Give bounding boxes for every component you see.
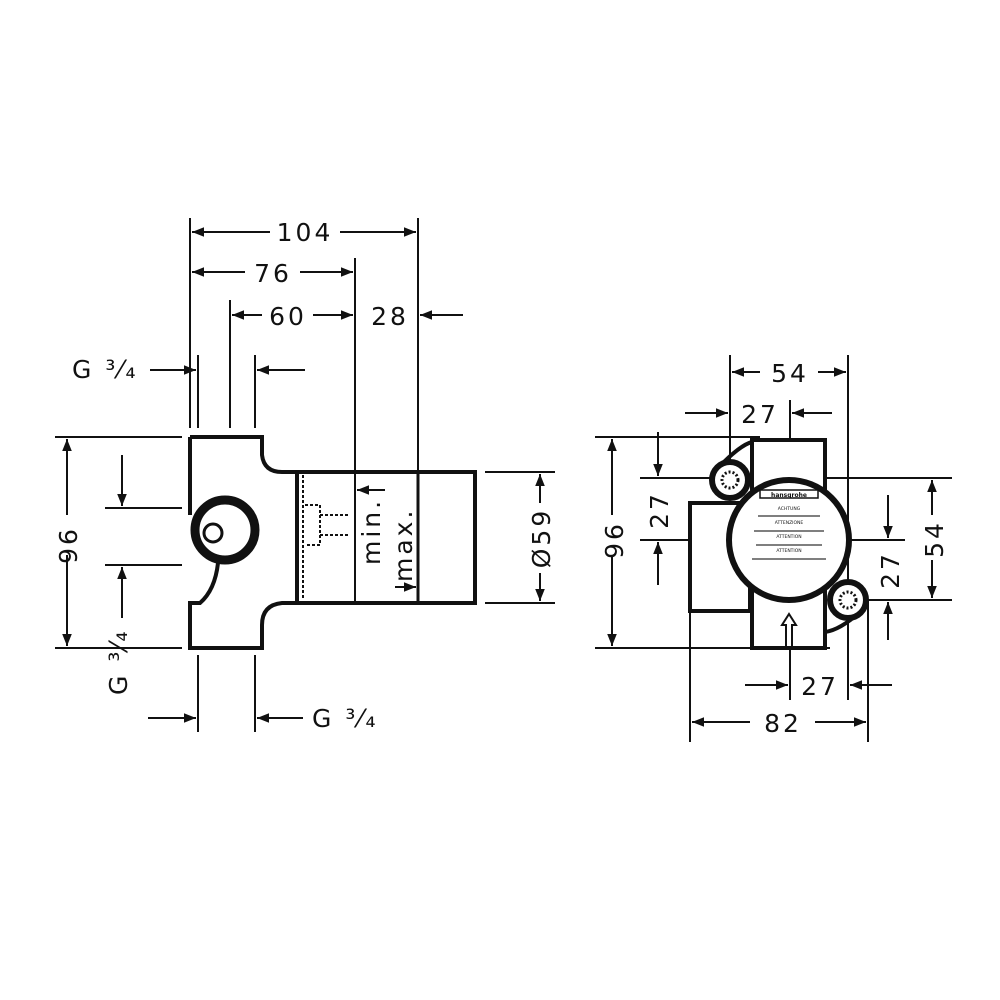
warning-line: ACHTUNG	[778, 506, 801, 512]
dim-96-front-gap	[598, 515, 626, 555]
dim-82: 82	[764, 709, 802, 738]
dim-104: 104	[277, 218, 334, 247]
side-view: min. max. 104 76 60 28 G ³⁄₄ 96 G ³⁄₄ G …	[54, 218, 556, 733]
body-circle	[726, 477, 852, 603]
dim-27-left: 27	[645, 491, 674, 529]
brand-label: hansgrohe	[771, 492, 807, 499]
thread-bottom-label: G ³⁄₄	[312, 704, 379, 733]
label-min: min.	[357, 498, 386, 565]
dim-27-right: 27	[876, 551, 905, 589]
warning-line: ATTENTION	[776, 534, 801, 540]
brand-label-box	[759, 489, 819, 499]
dim-54-right: 54	[920, 520, 949, 558]
thread-top-label: G ³⁄₄	[72, 355, 139, 384]
mounting-nut-bottom	[827, 579, 869, 621]
dim-96-front: 96	[600, 521, 629, 559]
dim-54-top: 54	[771, 359, 809, 388]
extension-lines	[55, 218, 555, 732]
dim-28: 28	[371, 302, 409, 331]
dim-54-right-gap	[918, 515, 946, 560]
front-view: hansgrohe ACHTUNG ATTENZIONE ATTENTION A…	[595, 355, 952, 742]
spring-detail	[305, 504, 350, 546]
dim-60: 60	[269, 302, 307, 331]
valve-body-outline	[188, 435, 477, 650]
spindle-circle	[190, 495, 260, 565]
nut-bottom-core	[838, 590, 858, 610]
mounting-nut-top	[709, 459, 751, 501]
flow-arrow-icon	[780, 612, 798, 646]
warning-line: ATTENTION	[776, 548, 801, 554]
dim-diameter-59: Ø59	[527, 508, 556, 569]
nut-top-core	[720, 470, 740, 490]
dim-96-gap	[55, 515, 80, 555]
dim-76: 76	[254, 259, 292, 288]
thread-side-label: G ³⁄₄	[104, 628, 133, 695]
dim-27-bottom: 27	[801, 672, 839, 701]
warning-label: ACHTUNG ATTENZIONE ATTENTION ATTENTION	[752, 506, 826, 560]
label-max: max.	[389, 508, 418, 582]
warning-line: ATTENZIONE	[775, 520, 804, 526]
diameter-gap	[525, 503, 555, 573]
dim-96-left: 96	[54, 526, 83, 564]
spindle-core	[202, 522, 224, 544]
dim-27-top: 27	[741, 400, 779, 429]
